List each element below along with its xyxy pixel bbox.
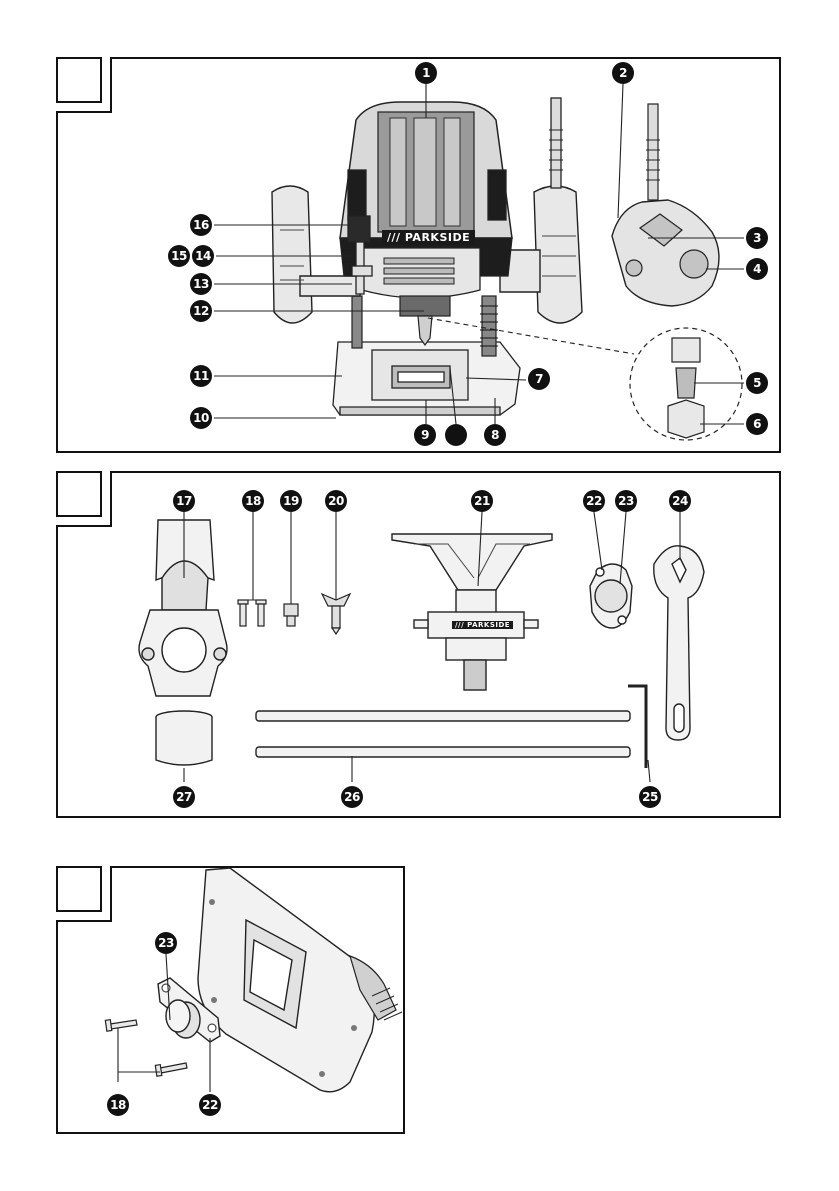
callout-23: 23 bbox=[615, 490, 637, 512]
callout-4: 4 bbox=[746, 258, 768, 280]
callout-3: 3 bbox=[746, 227, 768, 249]
callout-5: 5 bbox=[746, 372, 768, 394]
callout-12: 12 bbox=[190, 300, 212, 322]
callout-20: 20 bbox=[325, 490, 347, 512]
callout-16: 16 bbox=[190, 214, 212, 236]
callout-9: 9 bbox=[414, 424, 436, 446]
callout-15: 15 bbox=[168, 245, 190, 267]
callout-22: 22 bbox=[583, 490, 605, 512]
callout-unlabeled bbox=[445, 424, 467, 446]
figure-b-panel: /// PARKSIDE 17 18 19 20 21 22 23 24 25 … bbox=[0, 460, 839, 840]
callout-8: 8 bbox=[484, 424, 506, 446]
callout-13: 13 bbox=[190, 273, 212, 295]
callout-27: 27 bbox=[173, 786, 195, 808]
callout-14: 14 bbox=[192, 245, 214, 267]
figure-a-brand-label: /// PARKSIDE bbox=[382, 230, 475, 245]
callout-11: 11 bbox=[190, 365, 212, 387]
callout-23-detail: 23 bbox=[155, 932, 177, 954]
callout-17: 17 bbox=[173, 490, 195, 512]
callout-10: 10 bbox=[190, 407, 212, 429]
callout-18: 18 bbox=[242, 490, 264, 512]
figure-b-drawing bbox=[0, 460, 839, 840]
callout-2: 2 bbox=[612, 62, 634, 84]
callout-21: 21 bbox=[471, 490, 493, 512]
callout-7: 7 bbox=[528, 368, 550, 390]
callout-24: 24 bbox=[669, 490, 691, 512]
callout-26: 26 bbox=[341, 786, 363, 808]
callout-1: 1 bbox=[415, 62, 437, 84]
callout-25: 25 bbox=[639, 786, 661, 808]
callout-19: 19 bbox=[280, 490, 302, 512]
figure-b-brand-label: /// PARKSIDE bbox=[452, 621, 513, 629]
callout-22-detail: 22 bbox=[199, 1094, 221, 1116]
figure-a-panel: /// PARKSIDE 1 2 3 4 5 6 7 8 9 10 11 12 … bbox=[0, 0, 839, 460]
callout-6: 6 bbox=[746, 413, 768, 435]
callout-18-detail: 18 bbox=[107, 1094, 129, 1116]
figure-c-panel: 23 18 22 bbox=[0, 860, 420, 1150]
